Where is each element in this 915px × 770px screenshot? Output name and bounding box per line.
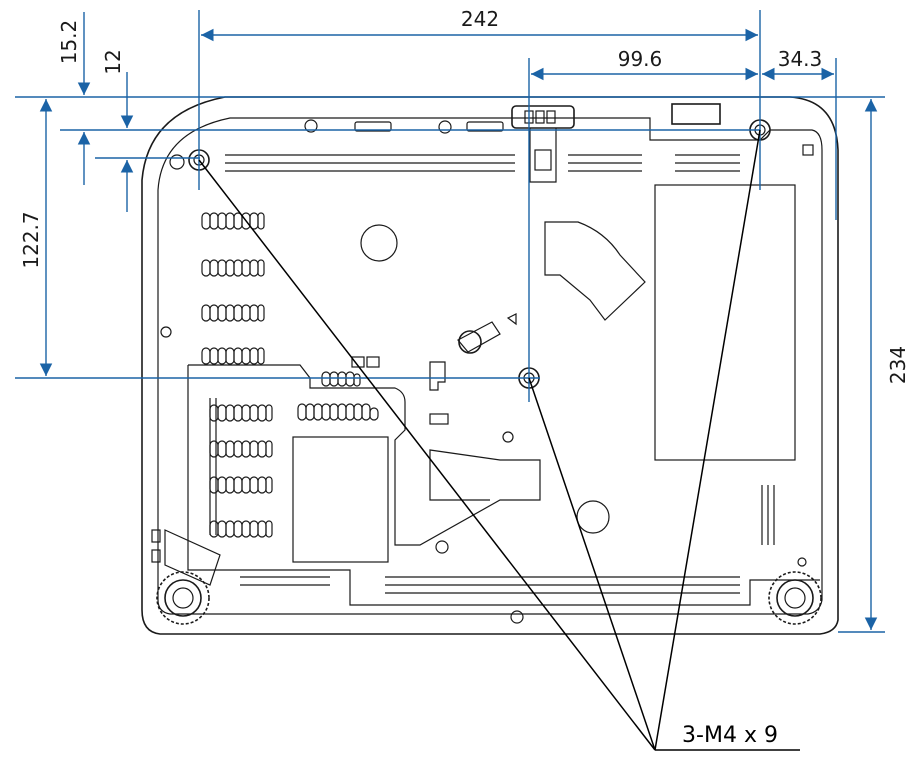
filter-panel — [292, 436, 389, 563]
label-12: 12 — [101, 49, 125, 74]
round-hole — [576, 500, 610, 534]
right-vent-bars — [761, 485, 775, 545]
lamp-channel — [544, 221, 646, 321]
small-hole — [160, 326, 172, 338]
body-inner-outline — [157, 117, 823, 615]
small-square — [366, 356, 380, 368]
foot-release-lever — [164, 529, 221, 586]
screw-spec-label: 3-M4 x 9 — [682, 723, 778, 748]
bottom-slots — [240, 576, 740, 594]
left-vent-grid — [201, 212, 273, 538]
top-slot — [354, 121, 392, 132]
inner-recess-left — [188, 364, 541, 546]
lamp-cover-panel — [654, 184, 796, 461]
center-bracket — [429, 361, 446, 391]
small-square — [351, 356, 365, 368]
small-hole — [502, 431, 514, 443]
leader-line-center — [528, 377, 656, 751]
screw-hole-left — [169, 149, 210, 171]
small-rect — [429, 413, 449, 425]
small-hole — [510, 610, 524, 624]
small-hole — [304, 119, 318, 133]
small-marker — [506, 313, 517, 326]
label-234: 234 — [886, 346, 910, 384]
top-slot — [466, 121, 504, 132]
label-15-2: 15.2 — [57, 20, 81, 65]
body-outline — [141, 96, 839, 635]
center-foot — [457, 321, 501, 354]
dimension-lines — [15, 10, 885, 633]
label-242: 242 — [461, 7, 499, 31]
projector-body — [141, 96, 839, 635]
small-rect — [151, 529, 161, 543]
front-right-foot — [768, 571, 822, 625]
screw-callout: 3-M4 x 9 — [198, 129, 800, 751]
small-rect — [151, 549, 161, 563]
label-34-3: 34.3 — [778, 47, 823, 71]
label-122-7: 122.7 — [19, 211, 43, 268]
corner-square — [802, 144, 814, 156]
small-hole — [438, 120, 452, 134]
top-rib-slots — [225, 154, 740, 172]
small-hole — [797, 557, 807, 567]
dimension-labels: 242 99.6 34.3 15.2 12 122.7 234 — [19, 7, 910, 384]
middle-vent-row — [297, 371, 379, 421]
leader-line-left — [198, 159, 656, 751]
top-right-pad — [671, 103, 721, 125]
center-hole — [360, 224, 398, 262]
inner-recess-bottom — [187, 365, 820, 606]
front-left-foot — [156, 571, 210, 625]
small-hole — [435, 540, 449, 554]
label-99-6: 99.6 — [618, 47, 663, 71]
leader-line-right — [654, 129, 761, 751]
